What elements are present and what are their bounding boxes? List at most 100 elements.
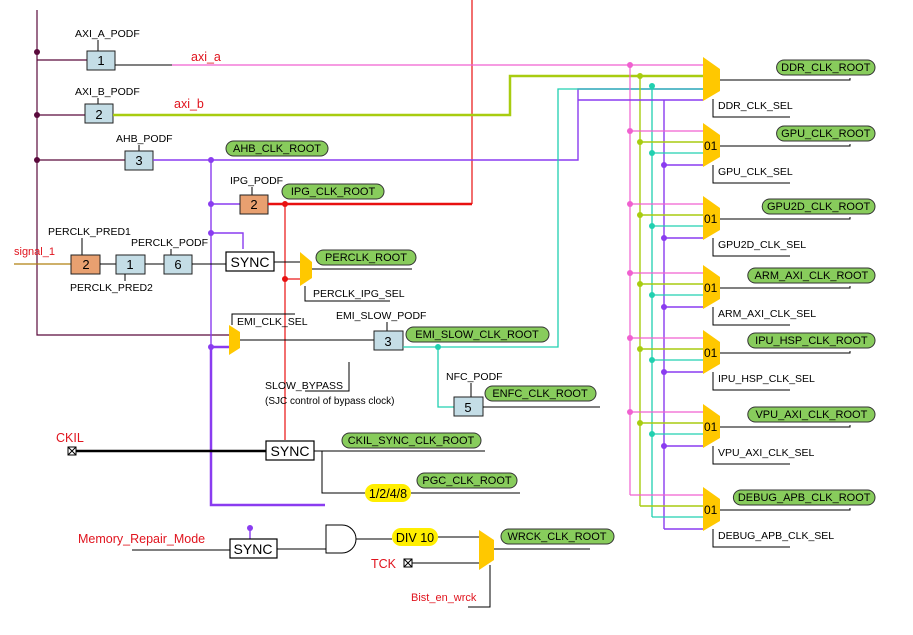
emi-slow-clk-root: EMI_SLOW_CLK_ROOT bbox=[415, 329, 539, 341]
mux-sel-label: VPU_AXI_CLK_SEL bbox=[718, 447, 814, 459]
perclk-chain: signal_1 PERCLK_PRED1 2 1 PERCLK_PRED2 P… bbox=[14, 226, 417, 302]
slow-bypass-label: SLOW_BYPASS bbox=[265, 380, 343, 392]
ipg-clk-root: IPG_CLK_ROOT bbox=[291, 186, 376, 198]
axi-a-divider: AXI_A_PODF 1 axi_a bbox=[75, 28, 705, 71]
ckil-label: CKIL bbox=[56, 431, 84, 445]
axi-a-signal-label: axi_a bbox=[191, 50, 221, 64]
mux-shape bbox=[703, 57, 720, 101]
mux-shape bbox=[703, 330, 720, 374]
perclk-pred1-label: PERCLK_PRED1 bbox=[48, 226, 131, 238]
emi-clk-mux bbox=[229, 325, 240, 355]
ahb-divider: AHB_PODF 3 AHB_CLK_ROOT bbox=[116, 88, 705, 171]
perclk-sync: SYNC bbox=[231, 254, 270, 270]
ahb-clk-root: AHB_CLK_ROOT bbox=[233, 143, 321, 155]
ipg-podf-label: IPG_PODF bbox=[230, 175, 283, 187]
ahb-podf-value: 3 bbox=[135, 153, 142, 168]
wrck-clk-root: WRCK_CLK_ROOT bbox=[507, 531, 606, 543]
perclk-pred2-value: 1 bbox=[126, 257, 133, 272]
mux-sel-label: GPU2D_CLK_SEL bbox=[718, 239, 806, 251]
clock-root-pill bbox=[747, 267, 876, 284]
mux-sel-label: ARM_AXI_CLK_SEL bbox=[718, 308, 816, 320]
perclk-podf-label: PERCLK_PODF bbox=[131, 237, 208, 249]
mux-select-code: 01 bbox=[704, 212, 718, 226]
clock-root-pill bbox=[776, 125, 876, 142]
ckil-chain: CKIL SYNC CKIL_SYNC_CLK_ROOT 1/2/4/8 PGC… bbox=[56, 431, 520, 502]
clock-root-label: DEBUG_APB_CLK_ROOT bbox=[738, 492, 871, 504]
pgc-clk-root: PGC_CLK_ROOT bbox=[422, 475, 512, 487]
root-mux-ddr-clk-root: DDR_CLK_SEL DDR_CLK_ROOT bbox=[627, 57, 876, 118]
ckil-sync: SYNC bbox=[271, 443, 310, 459]
memory-repair-mode-label: Memory_Repair_Mode bbox=[78, 532, 205, 546]
and-gate-icon bbox=[325, 524, 357, 554]
emi-clk-sel-label: EMI_CLK_SEL bbox=[237, 316, 308, 328]
bist-en-wrck-label: Bist_en_wrck bbox=[411, 592, 477, 604]
mux-shape bbox=[703, 123, 720, 167]
wrck-mux bbox=[479, 530, 494, 570]
slow-bypass-note: (SJC control of bypass clock) bbox=[265, 396, 395, 407]
axi-b-podf-label: AXI_B_PODF bbox=[75, 86, 140, 98]
mux-select-code: 01 bbox=[704, 139, 718, 153]
nfc-divider: NFC_PODF 5 ENFC_CLK_ROOT bbox=[446, 371, 600, 417]
clock-root-label: DDR_CLK_ROOT bbox=[781, 62, 871, 74]
clock-root-pill bbox=[747, 332, 876, 349]
mux-shape bbox=[703, 487, 720, 531]
axi-b-divider: AXI_B_PODF 2 axi_b bbox=[75, 74, 705, 124]
tck-label: TCK bbox=[371, 557, 397, 571]
perclk-pred2-label: PERCLK_PRED2 bbox=[70, 282, 153, 294]
emi-chain: EMI_CLK_SEL EMI_SLOW_PODF 3 EMI_SLOW_CLK… bbox=[208, 88, 705, 408]
mux-sel-label: GPU_CLK_SEL bbox=[718, 166, 793, 178]
mux-shape bbox=[703, 404, 720, 448]
ipg-podf-value: 2 bbox=[250, 197, 257, 212]
nfc-podf-value: 5 bbox=[464, 400, 471, 415]
clock-root-label: GPU2D_CLK_ROOT bbox=[767, 201, 871, 213]
clock-root-label: GPU_CLK_ROOT bbox=[781, 128, 871, 140]
perclk-root: PERCLK_ROOT bbox=[325, 252, 407, 264]
mux-select-code: 01 bbox=[704, 346, 718, 360]
axi-a-podf-label: AXI_A_PODF bbox=[75, 28, 140, 40]
axi-b-signal-label: axi_b bbox=[174, 97, 204, 111]
perclk-pred1-value: 2 bbox=[82, 257, 89, 272]
mux-shape bbox=[703, 196, 720, 240]
emi-slow-podf-value: 3 bbox=[384, 334, 391, 349]
mux-select-code: 01 bbox=[704, 503, 718, 517]
clock-root-label: ARM_AXI_CLK_ROOT bbox=[755, 270, 869, 282]
ahb-podf-label: AHB_PODF bbox=[116, 133, 173, 145]
clock-root-pill bbox=[747, 406, 876, 423]
clock-root-pill bbox=[776, 59, 876, 76]
wrck-chain: Memory_Repair_Mode SYNC DIV 10 TCK Bist_… bbox=[78, 524, 615, 608]
axi-a-podf-value: 1 bbox=[97, 53, 104, 68]
ipg-divider: IPG_PODF 2 IPG_CLK_ROOT bbox=[208, 175, 472, 440]
ckil-sync-clk-root: CKIL_SYNC_CLK_ROOT bbox=[348, 435, 475, 447]
enfc-clk-root: ENFC_CLK_ROOT bbox=[492, 388, 588, 400]
clock-root-label: IPU_HSP_CLK_ROOT bbox=[755, 335, 868, 347]
nfc-podf-label: NFC_PODF bbox=[446, 371, 503, 383]
mux-shape bbox=[703, 265, 720, 309]
root-mux-bank: DDR_CLK_SELDDR_CLK_ROOT01GPU_CLK_SELGPU_… bbox=[578, 57, 876, 548]
perclk-podf-value: 6 bbox=[174, 257, 181, 272]
wrck-fixed-divider: DIV 10 bbox=[396, 531, 434, 545]
slow-bypass: SLOW_BYPASS (SJC control of bypass clock… bbox=[265, 362, 395, 407]
signal-1-label: signal_1 bbox=[14, 246, 55, 258]
source-bus bbox=[34, 10, 230, 336]
mux-sel-label: DDR_CLK_SEL bbox=[718, 100, 793, 112]
emi-slow-podf-label: EMI_SLOW_PODF bbox=[336, 310, 426, 322]
perclk-ipg-sel-label: PERCLK_IPG_SEL bbox=[313, 288, 405, 300]
mux-sel-label: IPU_HSP_CLK_SEL bbox=[718, 373, 815, 385]
mux-select-code: 01 bbox=[704, 420, 718, 434]
clock-root-label: VPU_AXI_CLK_ROOT bbox=[755, 409, 867, 421]
axi-b-podf-value: 2 bbox=[95, 107, 102, 122]
perclk-ipg-mux bbox=[300, 252, 312, 286]
memory-repair-sync: SYNC bbox=[234, 541, 273, 557]
pgc-fixed-divider: 1/2/4/8 bbox=[369, 487, 407, 501]
clock-root-pill bbox=[761, 198, 876, 215]
mux-sel-label: DEBUG_APB_CLK_SEL bbox=[718, 530, 834, 542]
mux-select-code: 01 bbox=[704, 281, 718, 295]
clock-root-pill bbox=[732, 489, 876, 506]
